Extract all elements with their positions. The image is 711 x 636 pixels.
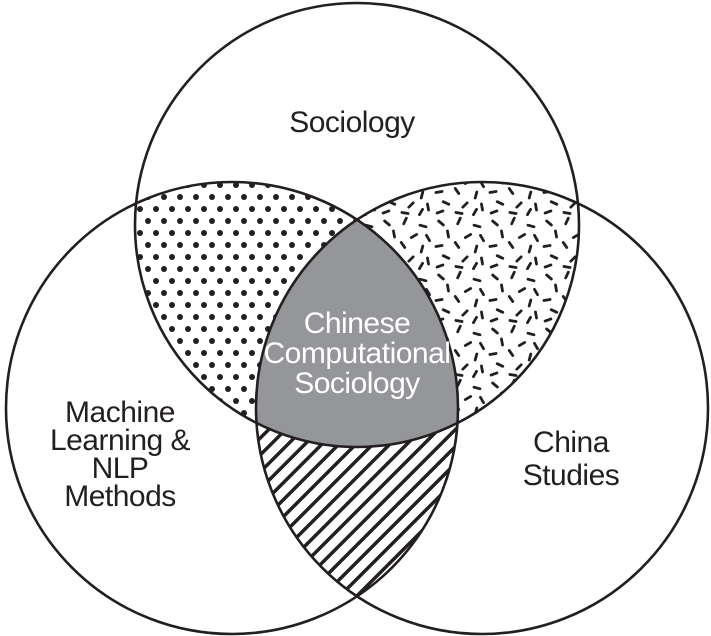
label-center-line-2: Computational [264,337,451,370]
label-china-studies-line-2: Studies [523,459,620,492]
circle-china-studies-outline [254,180,710,636]
region-triple-overlap [256,182,458,447]
label-ml-nlp-line-4: Methods [64,480,176,513]
circle-ml-nlp-outline [4,180,460,636]
label-center-line-3: Sociology [294,367,420,400]
label-china-studies-line-1: China [533,426,610,459]
label-center-line-1: Chinese [304,307,411,340]
label-ml-nlp-line-3: NLP [92,452,149,485]
circle-sociology-outline [133,1,581,449]
label-ml-nlp-line-1: Machine [65,396,175,429]
label-ml-nlp: Machine Learning & NLP Methods [50,396,191,513]
label-center: Chinese Computational Sociology [264,307,451,400]
label-sociology: Sociology [289,106,415,139]
label-ml-nlp-line-2: Learning & [50,424,191,457]
label-china-studies: China Studies [523,426,620,492]
